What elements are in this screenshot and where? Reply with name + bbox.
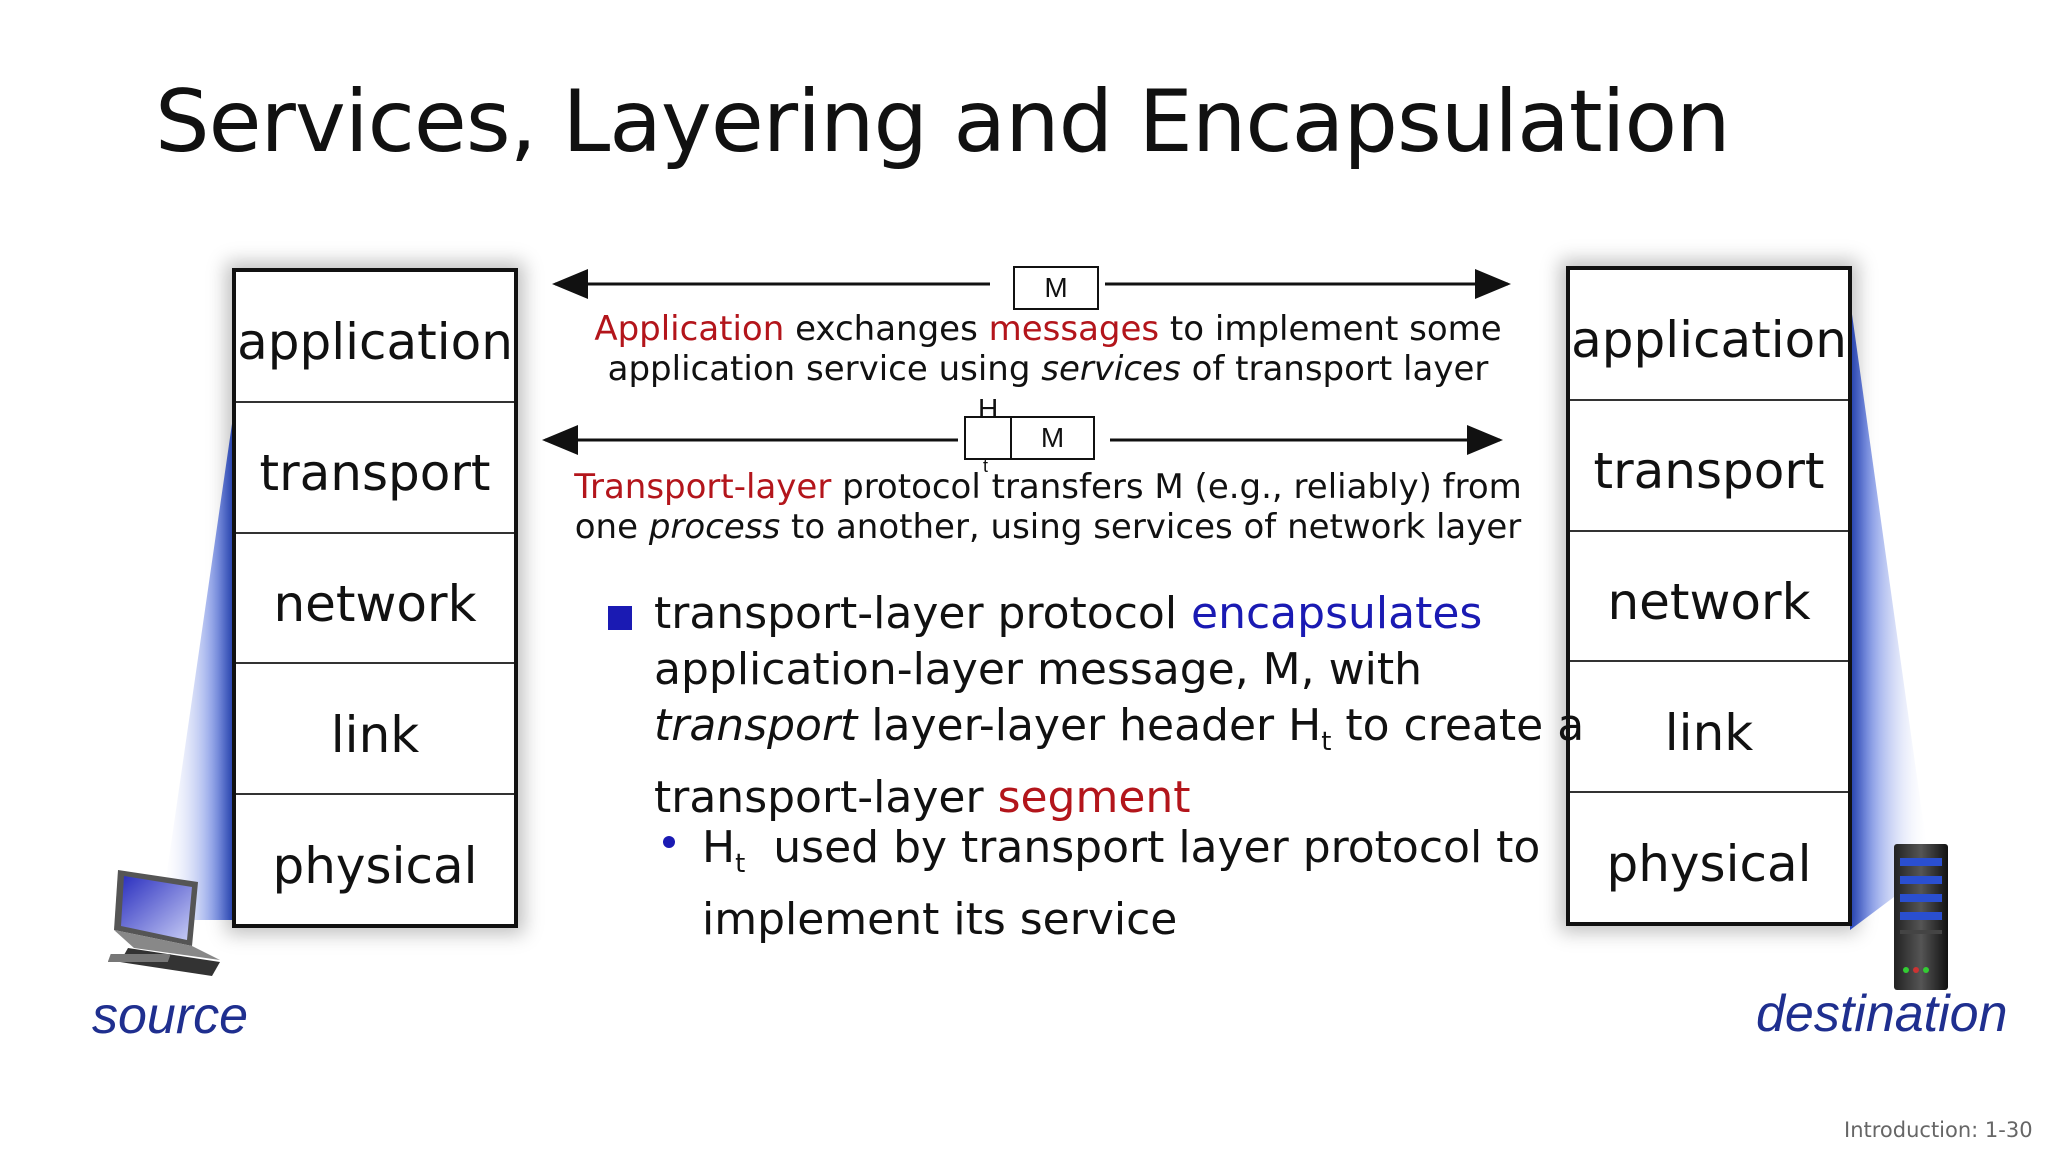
transport-caption-line1: Transport-layer protocol transfers M (e.… bbox=[0, 467, 2048, 507]
bullet-encapsulation: transport-layer protocol encapsulates ap… bbox=[654, 586, 1654, 826]
bullet2-h: H bbox=[702, 822, 736, 873]
app-caption2-a: application service using bbox=[607, 349, 1042, 389]
app-caption-text-a: exchanges bbox=[784, 309, 989, 349]
transport-caption2-process: process bbox=[648, 507, 781, 547]
app-caption-messages: messages bbox=[988, 309, 1160, 349]
dest-layer-network: network bbox=[1570, 532, 1848, 663]
transport-header-h: H bbox=[978, 393, 999, 424]
destination-label: destination bbox=[1756, 985, 2008, 1043]
app-caption-line1: Application exchanges messages to implem… bbox=[0, 309, 2048, 349]
destination-glow bbox=[1850, 300, 1930, 930]
slide-footer: Introduction: 1-30 bbox=[1844, 1118, 2033, 1142]
bullet1-line4: transport-layer segment bbox=[654, 770, 1654, 826]
bullet1-l3b: layer-layer header H bbox=[857, 700, 1322, 751]
dest-layer-link: link bbox=[1570, 662, 1848, 794]
transport-caption2-a: one bbox=[574, 507, 649, 547]
transport-message-box: M bbox=[1010, 416, 1095, 460]
app-caption-text-b: to implement some bbox=[1159, 309, 1502, 349]
source-glow bbox=[160, 410, 234, 920]
bullet2-subscript: t bbox=[735, 848, 746, 879]
dest-layer-application: application bbox=[1570, 270, 1848, 401]
bullet1-encapsulates: encapsulates bbox=[1191, 588, 1483, 639]
transport-caption-text: protocol transfers M (e.g., reliably) fr… bbox=[831, 467, 1522, 507]
source-label: source bbox=[92, 987, 249, 1045]
source-layer-transport: transport bbox=[236, 403, 514, 534]
app-caption-application: Application bbox=[594, 309, 785, 349]
bullet1-l4a: transport-layer bbox=[654, 771, 998, 823]
app-caption2-services: services bbox=[1041, 349, 1181, 389]
laptop-icon bbox=[108, 870, 220, 976]
bullet1-l1a: transport-layer protocol bbox=[654, 588, 1192, 639]
dest-layer-physical: physical bbox=[1606, 834, 1812, 893]
bullet1-line3: transport layer-layer header Ht to creat… bbox=[654, 698, 1654, 770]
bullet1-l3c: to create a bbox=[1331, 700, 1585, 751]
bullet-header-usage: Ht used by transport layer protocol to i… bbox=[702, 820, 1602, 948]
transport-caption-transport-layer: Transport-layer bbox=[574, 467, 832, 507]
bullet2-line1: Ht used by transport layer protocol to bbox=[702, 820, 1602, 892]
bullet1-transport-italic: transport bbox=[654, 700, 858, 751]
bullet-square-icon bbox=[608, 606, 632, 630]
server-icon bbox=[1894, 844, 1948, 990]
app-caption2-c: of transport layer bbox=[1180, 349, 1489, 389]
dest-layer-transport: transport bbox=[1570, 401, 1848, 532]
source-layer-network: network bbox=[236, 534, 514, 665]
transport-header-box bbox=[964, 416, 1010, 460]
bullet1-line1: transport-layer protocol encapsulates bbox=[654, 586, 1654, 642]
app-message-box: M bbox=[1013, 266, 1099, 310]
transport-header-sub: t bbox=[983, 456, 989, 476]
bullet1-line2: application-layer message, M, with bbox=[654, 644, 1422, 695]
source-protocol-stack: application transport network link physi… bbox=[232, 268, 518, 928]
transport-caption2-c: to another, using services of network la… bbox=[780, 507, 1522, 547]
transport-header-label: H bbox=[978, 393, 998, 425]
bullet2-line2: implement its service bbox=[702, 893, 1178, 945]
source-layer-physical: physical bbox=[272, 836, 478, 895]
transport-caption-line2: one process to another, using services o… bbox=[0, 507, 2048, 547]
bullet1-subscript: t bbox=[1321, 726, 1332, 757]
source-layer-application: application bbox=[236, 272, 514, 403]
bullet1-segment: segment bbox=[997, 771, 1191, 823]
app-caption-line2: application service using services of tr… bbox=[0, 349, 2048, 389]
bullet-dot-icon bbox=[663, 836, 675, 848]
bullet2-l1b: used by transport layer protocol to bbox=[745, 822, 1541, 873]
slide-title: Services, Layering and Encapsulation bbox=[155, 72, 1731, 172]
source-layer-link: link bbox=[236, 664, 514, 796]
destination-protocol-stack: application transport network link physi… bbox=[1566, 266, 1852, 926]
